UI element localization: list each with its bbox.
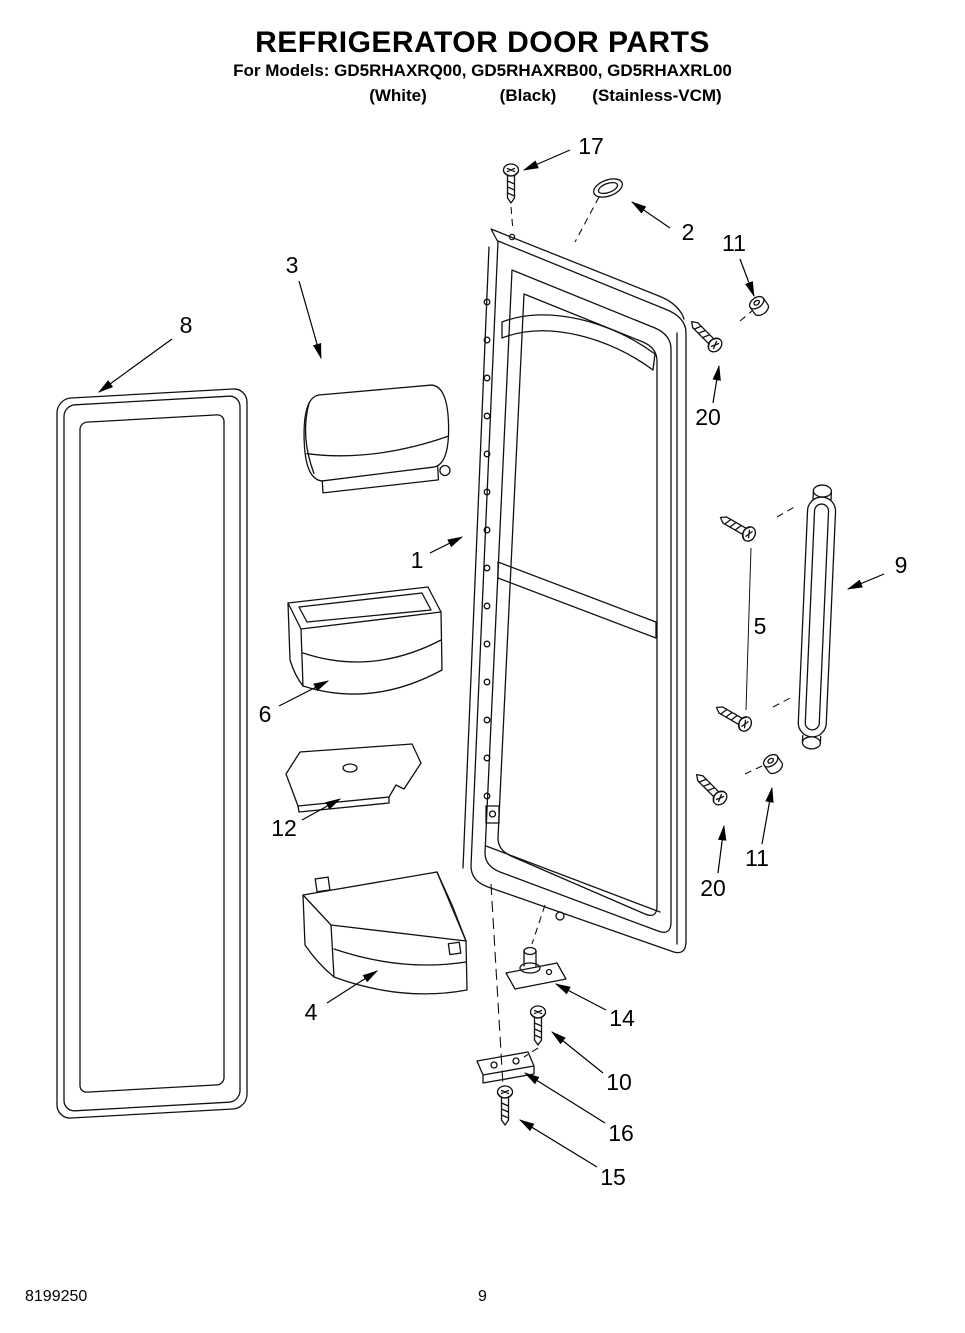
callout-arrow-8 bbox=[98, 338, 173, 393]
callout-arrow-12 bbox=[301, 798, 342, 821]
callout-arrow-15 bbox=[518, 1119, 598, 1168]
door-handle bbox=[797, 484, 837, 750]
door-panel bbox=[462, 228, 687, 954]
hinge-bracket bbox=[476, 1051, 535, 1084]
grommet-11-bottom bbox=[760, 751, 786, 777]
screw-5-bottom bbox=[712, 700, 755, 735]
callout-arrow-11 bbox=[739, 258, 755, 298]
finish-label-stainless: (Stainless-VCM) bbox=[592, 86, 722, 105]
part-label-5: 5 bbox=[754, 613, 767, 639]
callout-arrow-16 bbox=[523, 1072, 606, 1124]
finish-label-black: (Black) bbox=[499, 86, 557, 105]
finish-label-white: (White) bbox=[369, 86, 427, 105]
callout-arrow-1 bbox=[429, 536, 464, 554]
part-label-4: 4 bbox=[305, 999, 318, 1025]
screw-20-bottom bbox=[690, 768, 731, 809]
door-gasket bbox=[56, 388, 248, 1119]
document-number: 8199250 bbox=[25, 1288, 88, 1305]
part-label-14: 14 bbox=[609, 1005, 635, 1031]
part-callouts: 17 2 11 3 8 20 1 9 5 6 12 11 20 4 14 10 16 15 bbox=[98, 133, 908, 1190]
screw-15 bbox=[496, 1085, 514, 1126]
page-title: REFRIGERATOR DOOR PARTS bbox=[255, 26, 710, 59]
butter-dish-cover bbox=[303, 384, 451, 494]
callout-arrow-20 bbox=[717, 824, 727, 874]
part-label-16: 16 bbox=[608, 1120, 634, 1146]
shelf-adjustment-holes bbox=[483, 298, 491, 800]
part-label-10: 10 bbox=[606, 1069, 632, 1095]
screw-20-top bbox=[685, 315, 726, 356]
callout-arrow-9 bbox=[846, 573, 885, 590]
callout-arrow-6 bbox=[278, 680, 330, 707]
screw-5-top bbox=[716, 510, 759, 545]
callout-arrow-20 bbox=[712, 364, 721, 404]
assembly-lines bbox=[490, 196, 799, 1087]
callout-arrow-4 bbox=[326, 970, 379, 1004]
part-label-17: 17 bbox=[578, 133, 604, 159]
part-label-12: 12 bbox=[271, 815, 297, 841]
part-label-1: 1 bbox=[411, 547, 424, 573]
callout-arrow-17 bbox=[522, 149, 571, 171]
screw-10 bbox=[529, 1005, 547, 1046]
part-label-3: 3 bbox=[286, 252, 299, 278]
part-label-15: 15 bbox=[600, 1164, 626, 1190]
callout-arrow-11 bbox=[761, 786, 774, 845]
part-label-11: 11 bbox=[745, 845, 769, 871]
part-label-6: 6 bbox=[259, 701, 272, 727]
utility-shelf bbox=[285, 743, 422, 813]
models-line: For Models: GD5RHAXRQ00, GD5RHAXRB00, GD… bbox=[233, 61, 732, 80]
callout-arrow-10 bbox=[551, 1031, 604, 1074]
lower-door-shelf bbox=[302, 871, 468, 995]
part-label-20: 20 bbox=[700, 875, 726, 901]
part-label-20: 20 bbox=[695, 404, 721, 430]
part-label-2: 2 bbox=[682, 219, 695, 245]
part-label-11: 11 bbox=[722, 230, 746, 256]
hinge-pin-assembly bbox=[505, 946, 567, 990]
screw-17 bbox=[502, 163, 520, 204]
callout-arrow-3 bbox=[298, 280, 322, 360]
hole-plug bbox=[592, 178, 624, 198]
callout-arrow-14 bbox=[554, 983, 607, 1011]
callout-arrow-2 bbox=[631, 201, 671, 229]
grommet-11-top bbox=[746, 293, 772, 319]
part-label-9: 9 bbox=[895, 552, 908, 578]
part-label-8: 8 bbox=[180, 312, 193, 338]
door-bin bbox=[287, 586, 443, 695]
page-number: 9 bbox=[478, 1288, 487, 1305]
